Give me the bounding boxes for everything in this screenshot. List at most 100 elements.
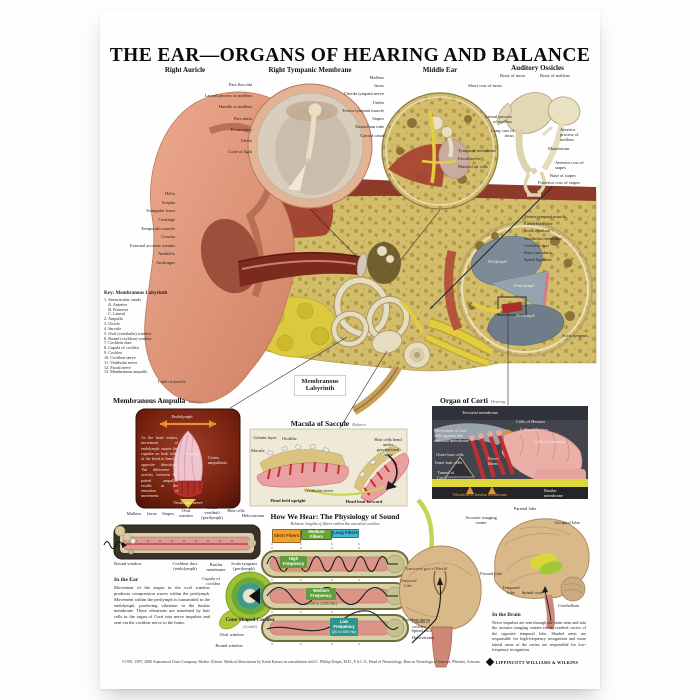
art-shape (531, 168, 537, 174)
art-shape (470, 301, 501, 313)
art-shape (478, 433, 484, 439)
auricle-label: Concha (161, 234, 175, 240)
art-shape (276, 334, 294, 352)
art-shape (407, 118, 417, 128)
art-shape (237, 252, 361, 263)
art-shape (177, 434, 196, 482)
art-shape (385, 254, 395, 264)
cochlea-section-label: Stria vascularis (524, 250, 552, 256)
art-shape (447, 137, 454, 158)
art-shape (565, 311, 575, 321)
uncoiled-label: Basilar membrane (206, 562, 226, 573)
art-shape (353, 366, 399, 412)
lobe-label: Lobe of auricle (158, 379, 186, 384)
hair-cell-movement-label: Movement of hair cells against the tecto… (434, 428, 469, 444)
art-shape (296, 302, 314, 320)
art-shape (550, 236, 560, 246)
tunnel-of-corti-shape (445, 456, 475, 478)
short-fibers-box: Short Fibers (272, 529, 301, 543)
middle-ear-label: Mastoid air cells (458, 164, 488, 170)
art-shape (229, 336, 348, 409)
low-frequency-range: (20 to 500 Hz) (331, 629, 357, 634)
uncoiled-label: Hair cells (227, 508, 245, 513)
art-shape (376, 245, 388, 257)
cupula-of-cochlea-label: Cupula of cochlea (202, 576, 220, 587)
middle-ear-label: Carotid canal (359, 132, 384, 138)
membranous-labyrinth-caption: Membranous Labyrinth (294, 375, 346, 396)
round-window-label: Round window (215, 643, 243, 648)
art-shape (542, 125, 553, 137)
ossicle-label: Long crus of incus (491, 128, 514, 139)
ampulla-subtitle: Balance (188, 399, 203, 404)
ossicle-label: Short crus of incus (468, 83, 502, 88)
ossicle-label: Lateral process of malleus (484, 114, 512, 125)
auricle-label: Cartilage (158, 216, 176, 222)
organ-of-corti-mark (501, 301, 523, 314)
organ-of-corti-art (432, 406, 588, 499)
section-title-tympanic-membrane: Right Tympanic Membrane (268, 66, 352, 74)
key-item: 11. Vestibular nerve (104, 359, 138, 365)
uncoiled-label: Malleus (126, 511, 142, 516)
cochlea-section-label: Tensor tympani muscle (524, 214, 566, 219)
art-shape (322, 447, 330, 453)
art-shape (488, 486, 496, 494)
poster-footer: ©1991, 1997, 2000 Anatomical Chart Compa… (108, 657, 592, 667)
art-shape (387, 454, 398, 486)
head-forward-caption: Head bent forward (345, 499, 383, 504)
art-shape (248, 539, 256, 547)
zoom-frame (497, 296, 527, 316)
key-item: 6. Round (cochlear) window (104, 335, 152, 341)
tectorial-membrane-label: Tectorial membrane (462, 410, 499, 415)
middle-ear-label: Umbo (372, 99, 384, 105)
middle-ear-label: Facial nerve (458, 156, 481, 162)
uncoiled-cochlea-art (103, 524, 261, 560)
art-shape (371, 330, 403, 354)
auricle-label: Helix (165, 191, 175, 196)
heschl-gyri-label: Transverse gyri of Heschl (404, 566, 448, 571)
ampulla-description: As the head rotates, movement of endolym… (141, 435, 178, 499)
key-item: 12. Facial nerve (104, 364, 131, 370)
art-shape (267, 461, 340, 480)
scala-tympani-label: Scala tympani (562, 333, 588, 338)
section-title-auditory-ossicles: Auditory Ossicles (511, 64, 564, 72)
outer-hair-cells-label: Outer hair cells (436, 452, 464, 457)
art-shape (399, 209, 441, 262)
brainstem-shape (431, 626, 453, 668)
ampulla-title: Membranous Ampulla (113, 396, 186, 405)
ossicle-label: Body of incus (500, 73, 526, 78)
art-shape (339, 350, 388, 429)
tympanic-label: Cone of light (228, 149, 252, 155)
long-fibers-box: Long Fibers (332, 529, 359, 538)
endolymph-label: Endolymph (514, 283, 535, 288)
art-shape (241, 260, 357, 270)
corti-title: Organ of Corti (440, 396, 488, 405)
auditory-ossicles-illustration (497, 92, 581, 197)
medium-frequency-box: Medium Frequency (306, 588, 336, 600)
art-shape (209, 420, 216, 428)
in-the-brain-text: Nerve impulses are sent through the brai… (492, 620, 586, 653)
art-shape (496, 430, 502, 436)
tunnel-of-corti-label: Tunnel of Corti (437, 470, 455, 481)
occipital-lobe-label: Occipital lobe (554, 520, 580, 525)
cochlea-section-label: Cochlear duct (524, 242, 550, 248)
auricle-label: Temporalis muscle (140, 225, 175, 231)
art-shape (519, 430, 570, 464)
eustachian-tube-shape (351, 364, 402, 415)
middle-ear-inset (381, 92, 499, 210)
cupula-label: Cupula (186, 451, 199, 456)
art-shape (267, 450, 274, 456)
macula-title: Macula of Saccule (290, 419, 350, 428)
art-shape (563, 583, 583, 594)
hair-cells-gravity-label: Hair cells bend under gravitational forc… (374, 437, 402, 458)
key-item: 5. Oval (vestibular) window (104, 330, 152, 336)
medium-fibers-box: Medium Fibers (301, 529, 332, 540)
crista-ampullaris-label: Crista ampullaris (208, 455, 227, 466)
art-shape (411, 582, 442, 644)
middle-ear-label: Stapes (372, 116, 384, 122)
uncoiled-label: Scala tympani (perilymph) (231, 561, 257, 572)
